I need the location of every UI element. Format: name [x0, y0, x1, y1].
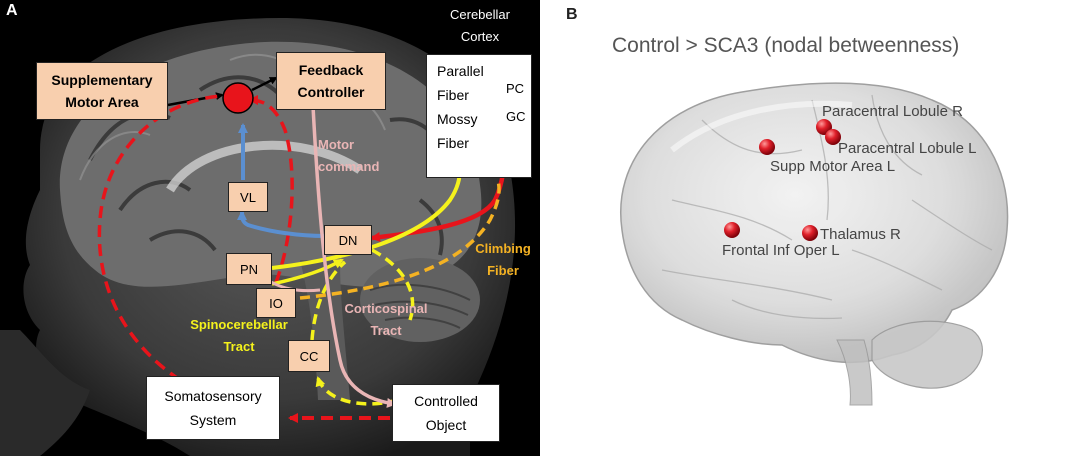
panel-a-diagram: A Supplementary Motor Area Feedback Cont… — [0, 0, 540, 456]
somatosensory-label: Somatosensory System — [164, 388, 262, 428]
corticospinal-label-line-2: Tract — [370, 323, 402, 338]
cc-label: CC — [299, 348, 319, 364]
red-summation-node — [222, 82, 254, 114]
label-supp-motor-area-l: Supp Motor Area L — [770, 158, 896, 175]
panel-b-brain-render: B Control > SCA3 (nodal betweenness) — [552, 0, 1084, 456]
cortex-line-fiber-1: Fiber — [437, 87, 469, 103]
cerebellar-cortex-box: Parallel Fiber Mossy Fiber — [426, 54, 532, 178]
climbing-label-line-2: Fiber — [487, 263, 519, 278]
somatosensory-system-box: Somatosensory System — [146, 376, 280, 440]
node-thalamus-r — [802, 225, 818, 241]
dn-box: DN — [324, 225, 372, 255]
io-box: IO — [256, 288, 296, 318]
panel-a-letter: A — [6, 2, 18, 19]
corticospinal-label-line-1: Corticospinal — [344, 301, 428, 316]
climbing-fiber-label: Climbing Fiber — [470, 238, 536, 282]
cortex-line-mossy: Mossy — [437, 111, 478, 127]
pc-label: PC — [506, 81, 525, 96]
motor-label-line-2: command — [318, 159, 380, 174]
vl-label: VL — [240, 189, 256, 205]
gc-label: GC — [506, 109, 526, 124]
io-label: IO — [269, 295, 283, 311]
spinocerebellar-label-line-1: Spinocerebellar — [190, 317, 288, 332]
label-frontal-inf-oper-l: Frontal Inf Oper L — [722, 242, 840, 259]
cortex-title-line-1: Cerebellar — [450, 7, 510, 22]
pn-label: PN — [239, 261, 259, 277]
cerebellar-cortex-title: Cerebellar Cortex — [440, 4, 520, 48]
pn-box: PN — [226, 253, 272, 285]
motor-label-line-1: Motor — [318, 137, 355, 152]
motor-command-label: Motor command — [318, 134, 379, 178]
label-paracentral-lobule-r: Paracentral Lobule R — [822, 103, 963, 120]
node-paracentral-lobule-l — [825, 129, 841, 145]
cortex-line-fiber-2: Fiber — [437, 135, 469, 151]
glass-brain-render — [620, 82, 1009, 406]
vl-box: VL — [228, 182, 268, 212]
feedback-controller-box: Feedback Controller — [276, 52, 386, 110]
cortex-title-line-2: Cortex — [460, 29, 500, 44]
panel-b-title: Control > SCA3 (nodal betweenness) — [612, 34, 960, 57]
spinocerebellar-tract-label: Spinocerebellar Tract — [180, 314, 298, 358]
spinocerebellar-label-line-2: Tract — [223, 339, 255, 354]
cortex-line-parallel: Parallel — [437, 63, 484, 79]
node-supp-motor-area-l — [759, 139, 775, 155]
label-thalamus-r: Thalamus R — [820, 226, 901, 243]
label-paracentral-lobule-l: Paracentral Lobule L — [838, 140, 977, 157]
sma-label: Supplementary Motor Area — [51, 72, 153, 110]
climbing-label-line-1: Climbing — [475, 241, 531, 256]
node-frontal-inf-oper-l — [724, 222, 740, 238]
feedback-label: Feedback Controller — [297, 62, 365, 100]
controlled-object-box: Controlled Object — [392, 384, 500, 442]
cc-box: CC — [288, 340, 330, 372]
controlled-object-label: Controlled Object — [414, 393, 478, 433]
corticospinal-tract-label: Corticospinal Tract — [336, 298, 436, 342]
dn-label: DN — [338, 232, 358, 248]
panel-b-letter: B — [566, 6, 578, 23]
supplementary-motor-area-box: Supplementary Motor Area — [36, 62, 168, 120]
